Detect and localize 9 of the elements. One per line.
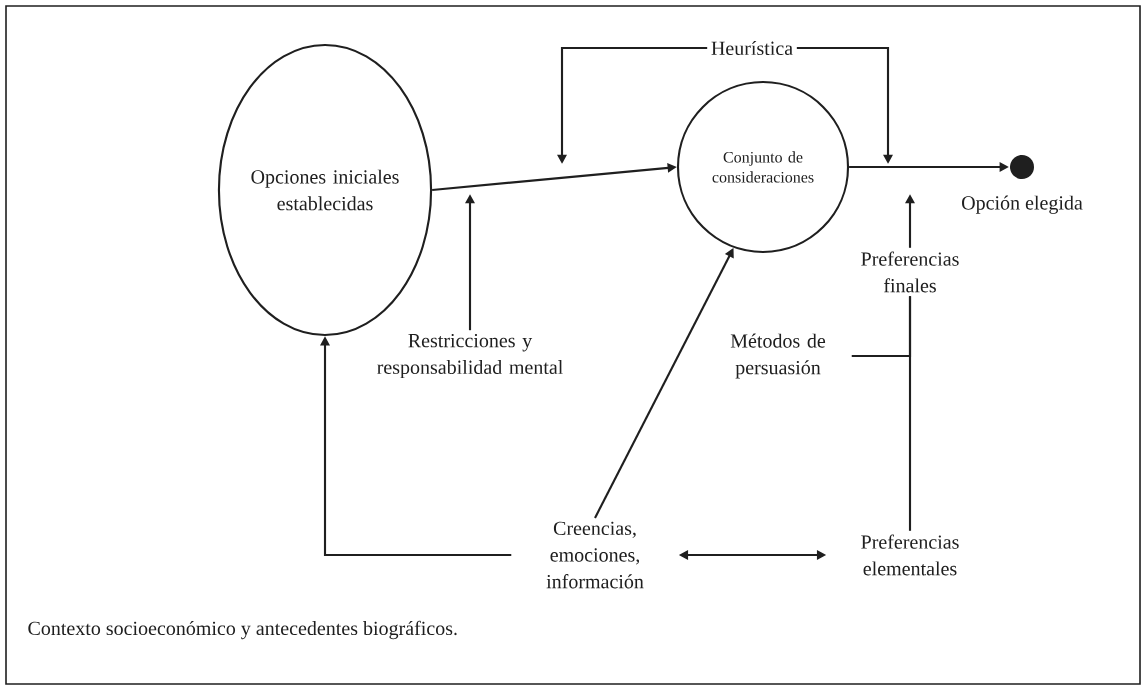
- factor-text: Métodos de persuasión: [730, 333, 826, 379]
- factor-text: Preferencias elementales: [861, 534, 959, 576]
- heading-text: Heurística: [711, 40, 793, 56]
- factor-text: Creencias, emociones, información: [546, 521, 644, 589]
- arrow: [594, 248, 734, 519]
- caption-text: Contexto socioeconómico y antecedentes biográficos.: [28, 620, 457, 640]
- factor-text: Preferencias finales: [861, 251, 959, 293]
- dot: [1010, 155, 1034, 179]
- node-caption: Opción elegida: [962, 195, 1083, 214]
